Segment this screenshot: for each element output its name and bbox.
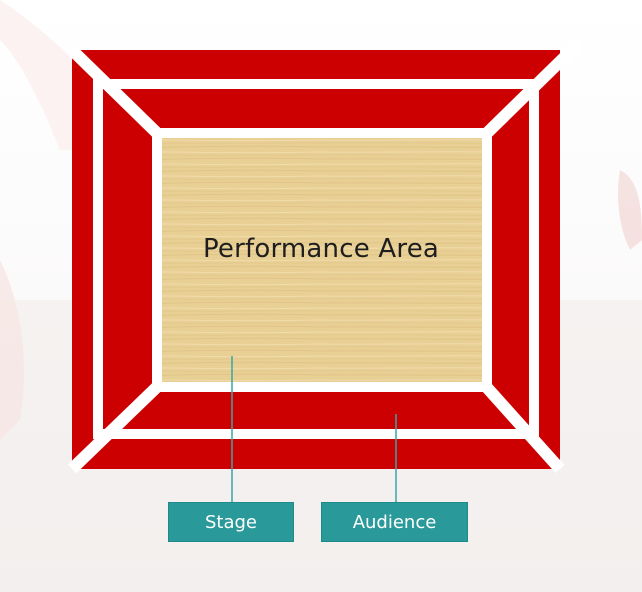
stage-label: Stage — [168, 502, 294, 542]
inner-aisle — [93, 79, 539, 439]
performance-area — [162, 138, 482, 382]
aisle-diagonal-top-left — [67, 45, 167, 143]
audience-label: Audience — [321, 502, 468, 542]
performance-area-label: Performance Area — [202, 234, 440, 264]
aisle-diagonal-bottom-left — [67, 377, 167, 474]
aisle-diagonal-bottom-right — [477, 377, 565, 474]
aisle-diagonal-top-right — [477, 37, 585, 143]
